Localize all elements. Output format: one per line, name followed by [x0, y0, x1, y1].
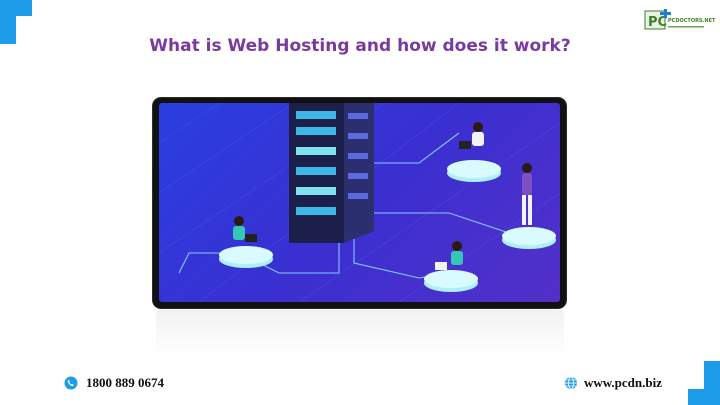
logo-mark-icon: PC: [644, 9, 704, 30]
corner-accent-bottom-right: [704, 361, 720, 389]
svg-text:PC: PC: [648, 15, 667, 30]
corner-accent-top-left: [0, 16, 16, 44]
corner-accent-bottom-right: [688, 389, 704, 405]
logo-text: PCDOCTORS.NET: [668, 18, 716, 24]
corner-accent-top-left: [0, 0, 16, 16]
brand-logo: PC PCDOCTORS.NET: [644, 8, 715, 40]
web-hosting-illustration: [159, 103, 560, 302]
illustration-frame: [153, 98, 566, 308]
corner-accent-bottom-right: [704, 389, 720, 405]
phone-icon: [64, 376, 78, 390]
server-network-illustration: [159, 103, 560, 302]
page-title: What is Web Hosting and how does it work…: [149, 36, 571, 56]
corner-accent-top-left: [16, 0, 32, 16]
website-url: www.pcdn.biz: [583, 375, 662, 390]
footer-phone[interactable]: 1800 889 0674: [64, 375, 164, 391]
illustration-reflection: [156, 310, 564, 358]
phone-number: 1800 889 0674: [86, 375, 164, 390]
footer-website[interactable]: www.pcdn.biz: [564, 375, 662, 391]
globe-icon: [564, 376, 577, 390]
